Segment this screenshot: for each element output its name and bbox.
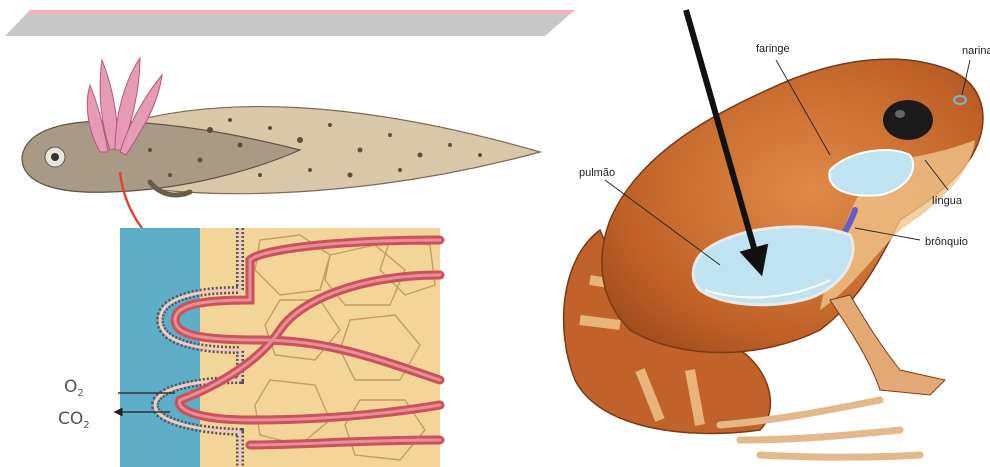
- branquio-label: brônquio: [925, 236, 968, 248]
- gill-detail-illustration: [118, 228, 440, 467]
- faringe-label: faringe: [756, 43, 790, 55]
- co2-label: CO2: [58, 409, 90, 431]
- frog-illustration: [564, 59, 983, 457]
- o2-label: O2: [64, 377, 84, 399]
- tadpole-illustration: [22, 58, 540, 195]
- lingua-label: língua: [932, 195, 963, 207]
- pulmao-label: pulmão: [579, 167, 615, 179]
- narina-label: narina: [962, 45, 990, 57]
- decorative-bar: [5, 10, 575, 36]
